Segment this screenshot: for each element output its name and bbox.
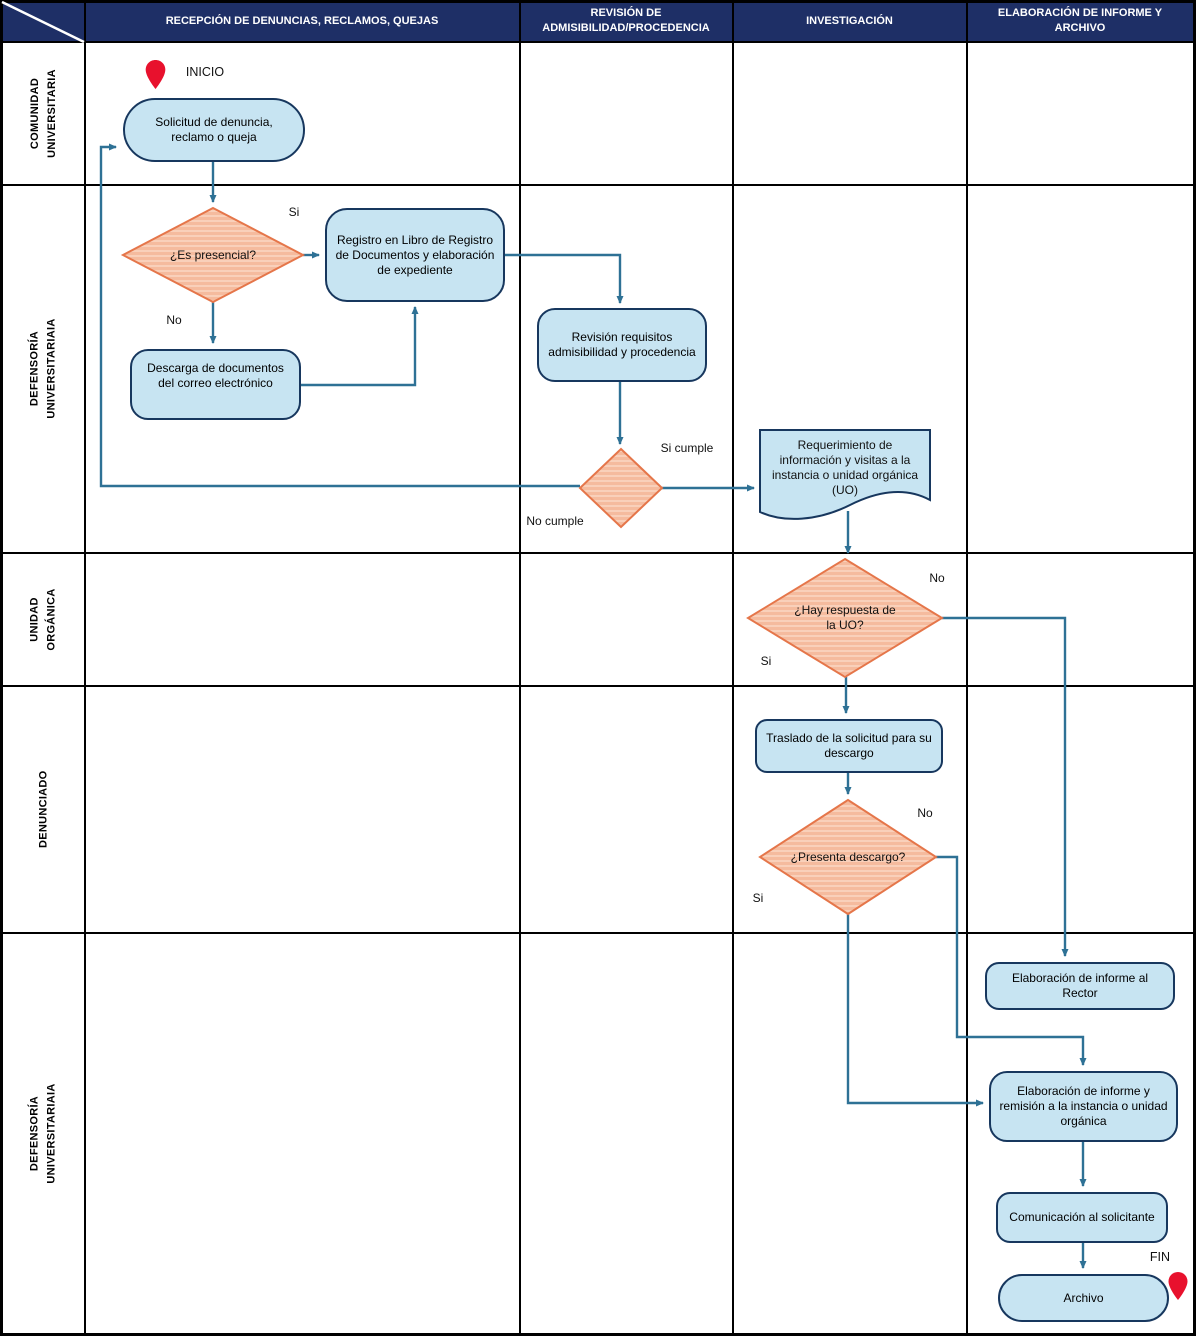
start-pin-icon [145, 60, 166, 89]
header-strip [0, 0, 1196, 42]
process-comunicacion: Comunicación al solicitante [996, 1192, 1168, 1243]
process-traslado: Traslado de la solicitud para su descarg… [755, 719, 943, 773]
decision-hay-respuesta-label: ¿Hay respuesta de la UO? [794, 603, 896, 632]
grid-line [0, 685, 1196, 687]
corner-diagonal [1, 0, 85, 44]
edge-label-si-descargo: Si [752, 890, 764, 905]
grid-line [0, 184, 1196, 186]
connector-sidescargo-remision [846, 914, 984, 1107]
decision-hay-respuesta [746, 557, 944, 679]
edge-label-si-cumple: Si cumple [660, 440, 714, 455]
grid-line [0, 932, 1196, 934]
terminator-archivo: Archivo [998, 1274, 1169, 1322]
document-requerimiento [759, 429, 931, 520]
decision-es-presencial [120, 206, 306, 304]
start-label: INICIO [185, 65, 225, 80]
process-informe-rector: Elaboración de informe al Rector [985, 962, 1175, 1010]
grid-line [0, 1333, 1196, 1336]
grid-line [0, 41, 1196, 43]
column-header-recepcion: RECEPCIÓN DE DENUNCIAS, RECLAMOS, QUEJAS [165, 14, 439, 27]
edge-label-no-respuesta: No [929, 570, 945, 585]
connector-descarga-registro [301, 306, 419, 387]
grid-line [519, 0, 521, 1336]
end-label: FIN [1149, 1250, 1171, 1265]
column-header-informe: ELABORACIÓN DE INFORME Y ARCHIVO [997, 7, 1163, 34]
edge-label-no-descargo: No [917, 805, 933, 820]
column-header-investigacion: INVESTIGACIÓN [806, 14, 893, 27]
edge-label-no: No [166, 312, 182, 327]
connector-registro-revision [505, 253, 624, 304]
edge-label-no-cumple: No cumple [526, 513, 584, 528]
grid-line [732, 0, 734, 1336]
process-descarga: Descarga de documentos del correo electr… [130, 349, 301, 420]
decision-presenta-descargo-label: ¿Presenta descargo? [790, 849, 906, 864]
document-requerimiento-label: Requerimiento de información y visitas a… [771, 438, 919, 497]
grid-line [1193, 0, 1196, 1336]
grid-line [84, 0, 86, 1336]
edge-label-si: Si [288, 204, 300, 219]
grid-line [0, 0, 1196, 3]
process-registro: Registro en Libro de Registro de Documen… [325, 208, 505, 302]
connector-norespuesta-rector [942, 616, 1069, 957]
connector-nocumple-solicitud [99, 143, 580, 488]
column-header-revision: REVISIÓN DE ADMISIBILIDAD/PROCEDENCIA [542, 7, 710, 34]
grid-line [966, 0, 968, 1336]
process-solicitud: Solicitud de denuncia, reclamo o queja [123, 98, 305, 162]
process-revision: Revisión requisitos admisibilidad y proc… [537, 308, 707, 382]
connector-nodescargo-remision [936, 855, 1087, 1066]
edge-label-si-respuesta: Si [760, 653, 772, 668]
decision-cumple [578, 447, 664, 529]
process-informe-remision: Elaboración de informe y remisión a la i… [989, 1071, 1178, 1142]
end-pin-icon [1168, 1272, 1188, 1300]
decision-es-presencial-label: ¿Es presencial? [169, 247, 257, 262]
grid-line [0, 0, 3, 1336]
decision-presenta-descargo [758, 798, 938, 916]
grid-line [0, 552, 1196, 554]
